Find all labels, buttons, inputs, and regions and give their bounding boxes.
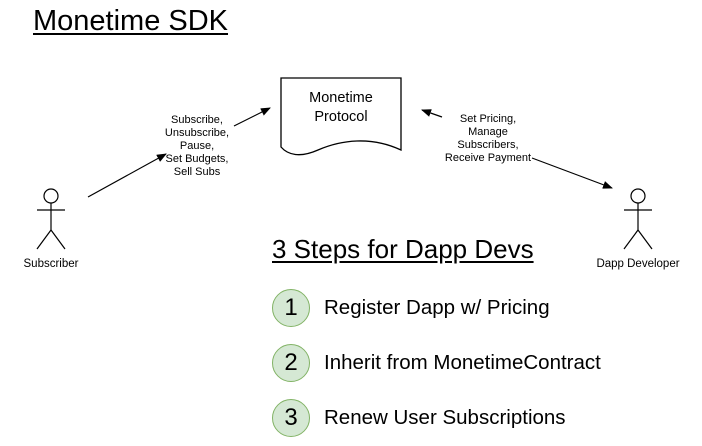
subscriber-action: Set Budgets, [165,153,229,165]
step-item: 1 Register Dapp w/ Pricing [272,289,550,327]
developer-protocol-arrow [421,109,613,189]
developer-action: Receive Payment [444,152,532,164]
developer-actor-icon [623,188,653,250]
subscriber-action: Subscribe, [171,114,223,126]
protocol-label-line1: Monetime [309,90,373,106]
developer-action: Manage [468,126,508,138]
subscriber-action: Sell Subs [173,166,221,178]
step-text: Inherit from MonetimeContract [324,351,601,374]
step-number-badge: 2 [272,344,310,382]
diagram-title: Monetime SDK [33,5,229,37]
step-item: 3 Renew User Subscriptions [272,399,566,437]
subscriber-label: Subscriber [23,258,79,270]
protocol-label-line2: Protocol [314,109,368,125]
protocol-document-shape [280,77,402,156]
developer-action: Subscribers, [457,139,519,151]
protocol-label: Monetime Protocol [281,89,401,127]
subscriber-action: Unsubscribe, [164,127,230,139]
developer-label: Dapp Developer [596,258,680,270]
developer-actions-label: Set Pricing, Manage Subscribers, Receive… [436,113,540,165]
subscriber-actor-icon [36,188,66,250]
step-text: Renew User Subscriptions [324,406,566,429]
step-number-badge: 3 [272,399,310,437]
step-item: 2 Inherit from MonetimeContract [272,344,601,382]
step-text: Register Dapp w/ Pricing [324,296,550,319]
subscriber-actions-label: Subscribe, Unsubscribe, Pause, Set Budge… [155,114,239,179]
steps-title: 3 Steps for Dapp Devs [272,234,534,264]
step-number-badge: 1 [272,289,310,327]
subscriber-protocol-arrow [87,107,271,198]
developer-action: Set Pricing, [459,113,517,125]
subscriber-action: Pause, [179,140,215,152]
